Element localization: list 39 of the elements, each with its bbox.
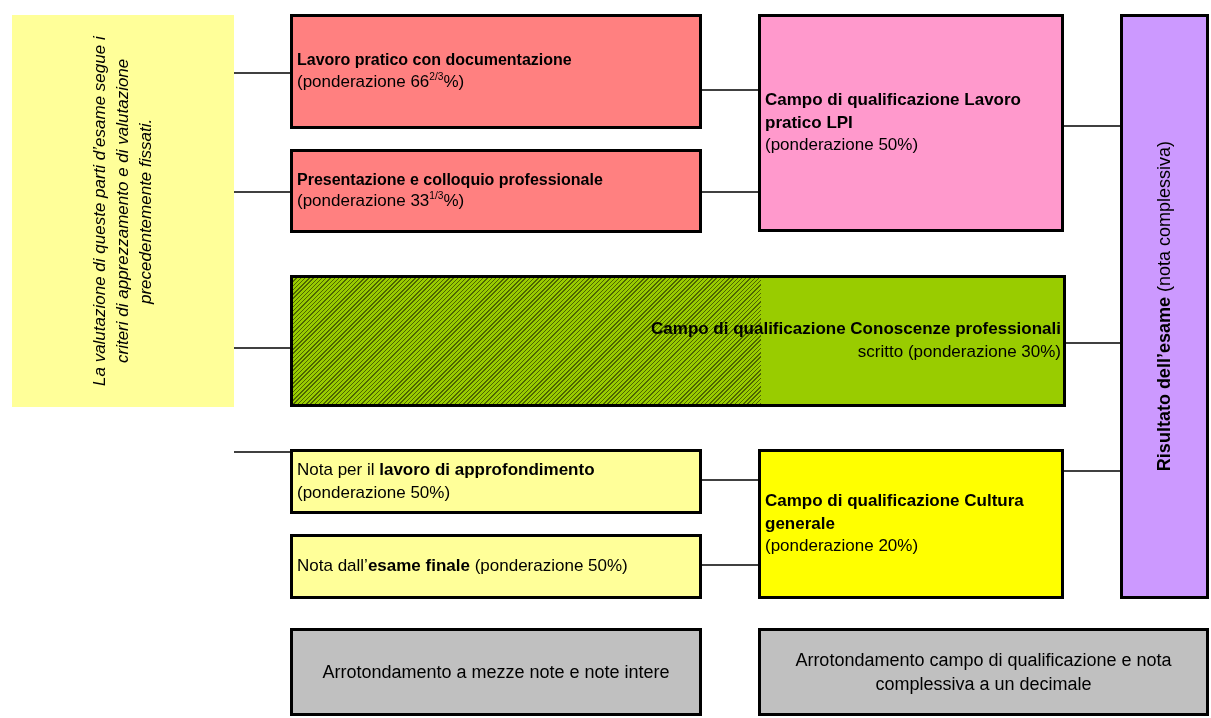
box-text: Arrotondamento a mezze note e note intere (322, 660, 670, 684)
process-box (290, 14, 702, 129)
process-box (758, 449, 1064, 599)
connector-line (1063, 470, 1121, 472)
box-heading: Lavoro pratico con documentazione (297, 50, 573, 71)
box-text: scritto (ponderazione 30%) (857, 341, 1061, 363)
process-box (290, 149, 702, 233)
box-heading: Presentazione e colloquio professionale (297, 169, 604, 190)
process-box (290, 275, 1066, 407)
connector-line (701, 89, 759, 91)
result-box (1120, 14, 1209, 599)
process-box (290, 534, 702, 599)
box-text: Arrotondamento campo di qualificazione e nota complessiva a un decimale (794, 648, 1173, 696)
box-text: (ponderazione 20%) (765, 535, 920, 558)
connector-line (233, 347, 291, 349)
connector-line (701, 479, 759, 481)
process-box (758, 14, 1064, 232)
connector-line (233, 451, 291, 453)
note-box (290, 628, 702, 716)
result-label: Risultato dell’esame (nota complessiva) (1153, 141, 1176, 472)
box-heading: Campo di qualificazione Cultura generale (765, 489, 1025, 535)
box-heading: Campo di qualificazione Lavoro pratico LPI (765, 88, 1022, 134)
note-box (758, 628, 1209, 716)
box-text: (ponderazione 50%) (297, 481, 452, 504)
box-heading: Campo di qualificazione Conoscenze professionali (651, 318, 1061, 341)
box-text: (ponderazione 33$^{1/3}$%) (297, 190, 466, 213)
connector-line (233, 191, 291, 193)
note-text: La valutazione di queste parti d’esame segue i criteri di apprezzamento e di valutazione precedentemente fissati. (88, 35, 156, 388)
connector-line (1065, 342, 1121, 344)
note-box (12, 15, 234, 407)
connector-line (701, 564, 759, 566)
box-text: Nota per il lavoro di approfondimento (297, 458, 596, 481)
connector-line (233, 72, 291, 74)
box-text: (ponderazione 66$^{2/3}$%) (297, 70, 466, 93)
connector-line (701, 191, 759, 193)
process-box (290, 449, 702, 514)
box-text: (ponderazione 50%) (765, 134, 920, 157)
connector-line (1063, 125, 1121, 127)
box-text: Nota dall’esame finale (ponderazione 50%) (297, 555, 629, 578)
